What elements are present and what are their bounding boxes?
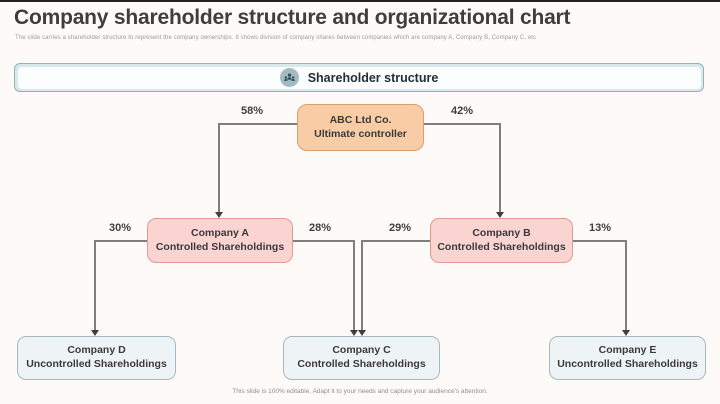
org-node-name: Company E xyxy=(598,344,657,357)
connector-b-to-c-horizontal xyxy=(362,240,430,242)
arrowhead-b-to-company-c xyxy=(358,330,366,336)
arrowhead-to-company-d xyxy=(91,330,99,336)
org-node-name: Company D xyxy=(67,344,126,357)
connector-a-to-c-horizontal xyxy=(293,240,354,242)
editable-footer-note: This slide is 100% editable. Adapt it to… xyxy=(232,388,488,395)
section-banner-inner: Shareholder structure xyxy=(17,66,701,89)
org-node-company-e: Company E Uncontrolled Shareholdings xyxy=(549,336,706,380)
connector-root-to-a-horizontal xyxy=(219,123,297,125)
org-node-name: Company B xyxy=(472,226,531,239)
connector-b-to-e-horizontal xyxy=(573,240,626,242)
org-node-name: ABC Ltd Co. xyxy=(329,113,392,126)
section-banner: Shareholder structure xyxy=(14,63,704,92)
org-node-role: Ultimate controller xyxy=(314,127,407,140)
org-node-company-c: Company C Controlled Shareholdings xyxy=(283,336,440,380)
connector-b-to-e-vertical xyxy=(625,240,627,330)
org-node-role: Controlled Shareholdings xyxy=(155,240,285,253)
connector-root-to-a-vertical xyxy=(218,123,220,212)
org-node-role: Controlled Shareholdings xyxy=(437,240,566,253)
slide-top-edge xyxy=(0,0,720,2)
ownership-label-a-d: 30% xyxy=(108,222,132,234)
org-node-company-d: Company D Uncontrolled Shareholdings xyxy=(17,336,176,380)
org-node-name: Company C xyxy=(332,344,391,357)
connector-a-to-c-vertical xyxy=(353,240,355,330)
people-group-icon xyxy=(279,68,299,87)
page-title: Company shareholder structure and organi… xyxy=(14,6,571,29)
org-node-company-b: Company B Controlled Shareholdings xyxy=(430,218,573,263)
ownership-label-root-a: 58% xyxy=(240,105,264,117)
connector-root-to-b-vertical xyxy=(499,123,501,212)
org-node-role: Controlled Shareholdings xyxy=(297,358,426,370)
org-node-name: Company A xyxy=(191,226,249,239)
connector-root-to-b-horizontal xyxy=(424,123,501,125)
org-node-role: Uncontrolled Shareholdings xyxy=(26,358,167,370)
section-banner-label: Shareholder structure xyxy=(307,70,439,85)
arrowhead-to-company-e xyxy=(622,330,630,336)
ownership-label-b-e: 13% xyxy=(588,222,612,234)
connector-b-to-c-vertical xyxy=(361,240,363,330)
slide-subtitle: The slide carries a shareholder structur… xyxy=(15,35,537,41)
connector-a-to-d-vertical xyxy=(94,240,96,330)
org-node-company-a: Company A Controlled Shareholdings xyxy=(147,218,293,263)
arrowhead-to-company-b xyxy=(496,212,504,218)
arrowhead-to-company-a xyxy=(215,212,223,218)
ownership-label-root-b: 42% xyxy=(450,105,474,117)
connector-a-to-d-horizontal xyxy=(95,240,147,242)
ownership-label-b-c: 29% xyxy=(388,222,412,234)
org-node-role: Uncontrolled Shareholdings xyxy=(557,358,698,370)
ownership-label-a-c: 28% xyxy=(308,222,332,234)
org-node-abc-ltd: ABC Ltd Co. Ultimate controller xyxy=(297,104,424,151)
arrowhead-a-to-company-c xyxy=(350,330,358,336)
